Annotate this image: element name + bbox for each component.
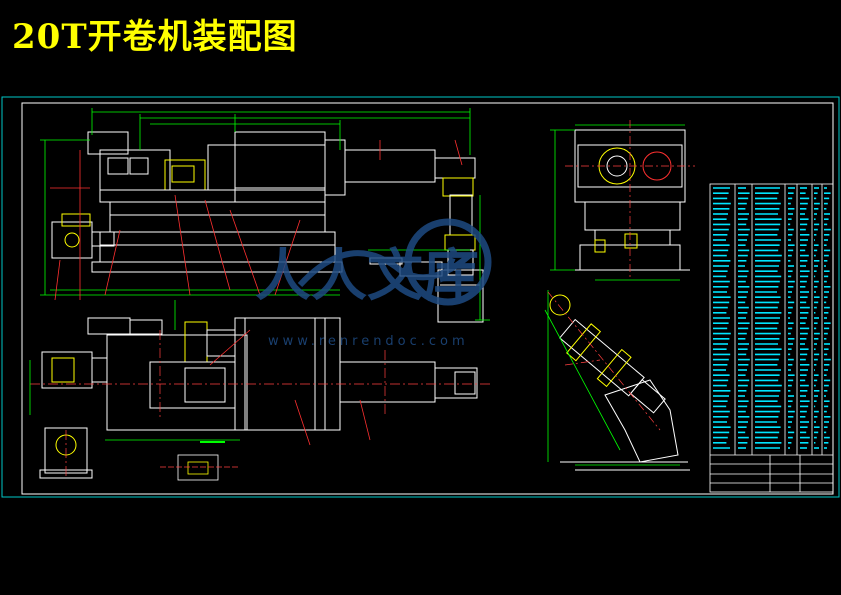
angled-view-centerlines <box>547 291 661 431</box>
watermark-url: www.renrendoc.com <box>268 334 469 349</box>
plan-view-centerlines <box>30 330 490 478</box>
angled-view-dimensions <box>544 290 680 466</box>
parts-list-table <box>709 183 834 493</box>
side-view <box>574 129 690 271</box>
detail-view <box>160 441 240 481</box>
angled-view <box>549 294 690 471</box>
watermark-brand: 人人文库 <box>255 244 479 309</box>
plan-view-dimensions <box>29 300 240 441</box>
front-view-dimensions <box>40 108 490 321</box>
plan-view-leaders <box>209 329 371 446</box>
side-view-centerlines <box>565 120 695 278</box>
watermark: 人人文库 www.renrendoc.com <box>255 218 492 349</box>
front-view-leaders <box>50 139 463 301</box>
parts-list-rows <box>713 187 831 449</box>
drawing-title: 20T开卷机装配图 <box>12 17 298 57</box>
side-view-dimensions <box>550 124 685 281</box>
